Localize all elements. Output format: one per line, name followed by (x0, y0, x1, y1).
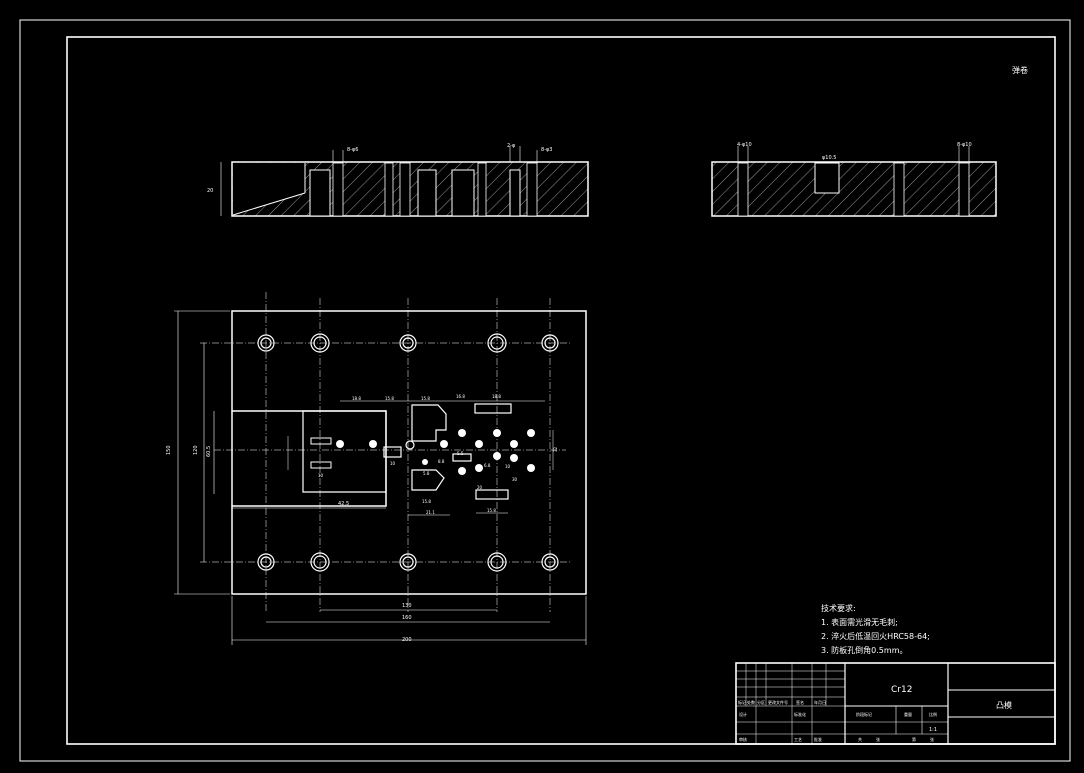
tb-approve-cell: 批准 (814, 736, 822, 742)
tech-req-item: 3. 防板孔倒角0.5mm。 (821, 646, 908, 655)
tb-stage-cell: 重量 (904, 711, 912, 717)
plan-view: 200 160 130 150 120 60.5 42.5 18.8 15.8 … (166, 292, 587, 645)
dim-width-inner: 130 (402, 603, 412, 609)
feature-dim: 20 (477, 485, 483, 490)
tech-req-item: 1. 表面需光滑无毛刺; (821, 618, 898, 627)
outer-border (19, 19, 1071, 762)
section-left-dim: 8-φ3 (541, 147, 552, 153)
tb-sign-cell: 分区 (757, 699, 765, 705)
feature-dim: 32 (553, 446, 558, 452)
tb-sign-cell: 更改文件号 (768, 699, 788, 705)
feature-dim: 10 (318, 473, 324, 478)
tb-role-cell: 设计 (739, 711, 747, 717)
inner-border (66, 36, 1056, 745)
tb-sheet-cell: 第 (912, 736, 916, 742)
tb-approve-cell: 工艺 (794, 737, 802, 742)
section-right-dim: φ10.5 (822, 155, 836, 161)
section-view-left: 20 8-φ6 2-φ 8-φ3 (207, 143, 589, 217)
pierce-points (336, 429, 535, 475)
dim-height-inner: 60.5 (206, 446, 212, 457)
tb-stage-cell: 阶段标记 (856, 711, 872, 717)
dim-step-width: 42.5 (338, 501, 349, 507)
dim-width-mid: 160 (402, 615, 412, 621)
feature-dim: 15.8 (422, 499, 431, 504)
feature-dim: 8.8 (438, 459, 445, 464)
tb-scale: 1:1 (929, 727, 937, 733)
tech-req-item: 2. 淬火后低温回火HRC58-64; (821, 632, 930, 641)
drawing-name: 凸模 (996, 700, 1012, 710)
section-left-dim: 2-φ (507, 143, 516, 149)
dim-width-total: 200 (402, 637, 412, 643)
section-left-dim: 20 (207, 188, 213, 194)
tb-approve-cell: 审核 (739, 736, 747, 742)
section-right-dim: 8-φ10 (957, 142, 972, 148)
corner-label: 弹卷 (1012, 65, 1028, 75)
feature-dim: 30 (512, 477, 518, 482)
section-view-right: 4-φ10 φ10.5 8-φ10 (711, 142, 997, 217)
feature-dim: 16.8 (456, 394, 465, 399)
feature-dim: 18.8 (492, 394, 501, 399)
technical-requirements: 技术要求: 1. 表面需光滑无毛刺; 2. 淬火后低温回火HRC58-64; 3… (821, 602, 930, 658)
bolt-holes (257, 333, 559, 572)
feature-dim: 5.8 (423, 471, 430, 476)
section-right-dim: 4-φ10 (737, 142, 752, 148)
feature-dim: 5.5 (457, 451, 464, 456)
feature-dim: 10 (390, 461, 396, 466)
feature-dim: 6.8 (484, 463, 491, 468)
feature-dim: 18.8 (352, 396, 361, 401)
feature-dim: 10 (505, 464, 511, 469)
tb-sign-cell: 标记 (738, 699, 746, 705)
dim-height-total: 150 (166, 445, 172, 455)
tb-sheet-cell: 共 (858, 736, 862, 742)
tb-sign-cell: 年月日 (814, 699, 826, 705)
tb-role-cell: 标准化 (794, 711, 806, 717)
tb-stage-cell: 比例 (929, 711, 937, 717)
dim-height-mid: 120 (193, 445, 199, 455)
feature-dim: 15.8 (421, 396, 430, 401)
tb-sheet-cell: 张 (876, 736, 880, 742)
feature-dim: 15.8 (487, 508, 496, 513)
title-block (735, 662, 1056, 745)
section-left-dim: 8-φ6 (347, 147, 358, 153)
tb-sheet-cell: 张 (930, 736, 934, 742)
material-label: Cr12 (891, 685, 912, 695)
tech-req-title: 技术要求: (821, 604, 856, 613)
tb-sign-cell: 处数 (747, 699, 755, 705)
tb-sign-cell: 签名 (796, 699, 804, 705)
feature-dim: 21.1 (426, 510, 435, 515)
feature-dim: 15.8 (385, 396, 394, 401)
